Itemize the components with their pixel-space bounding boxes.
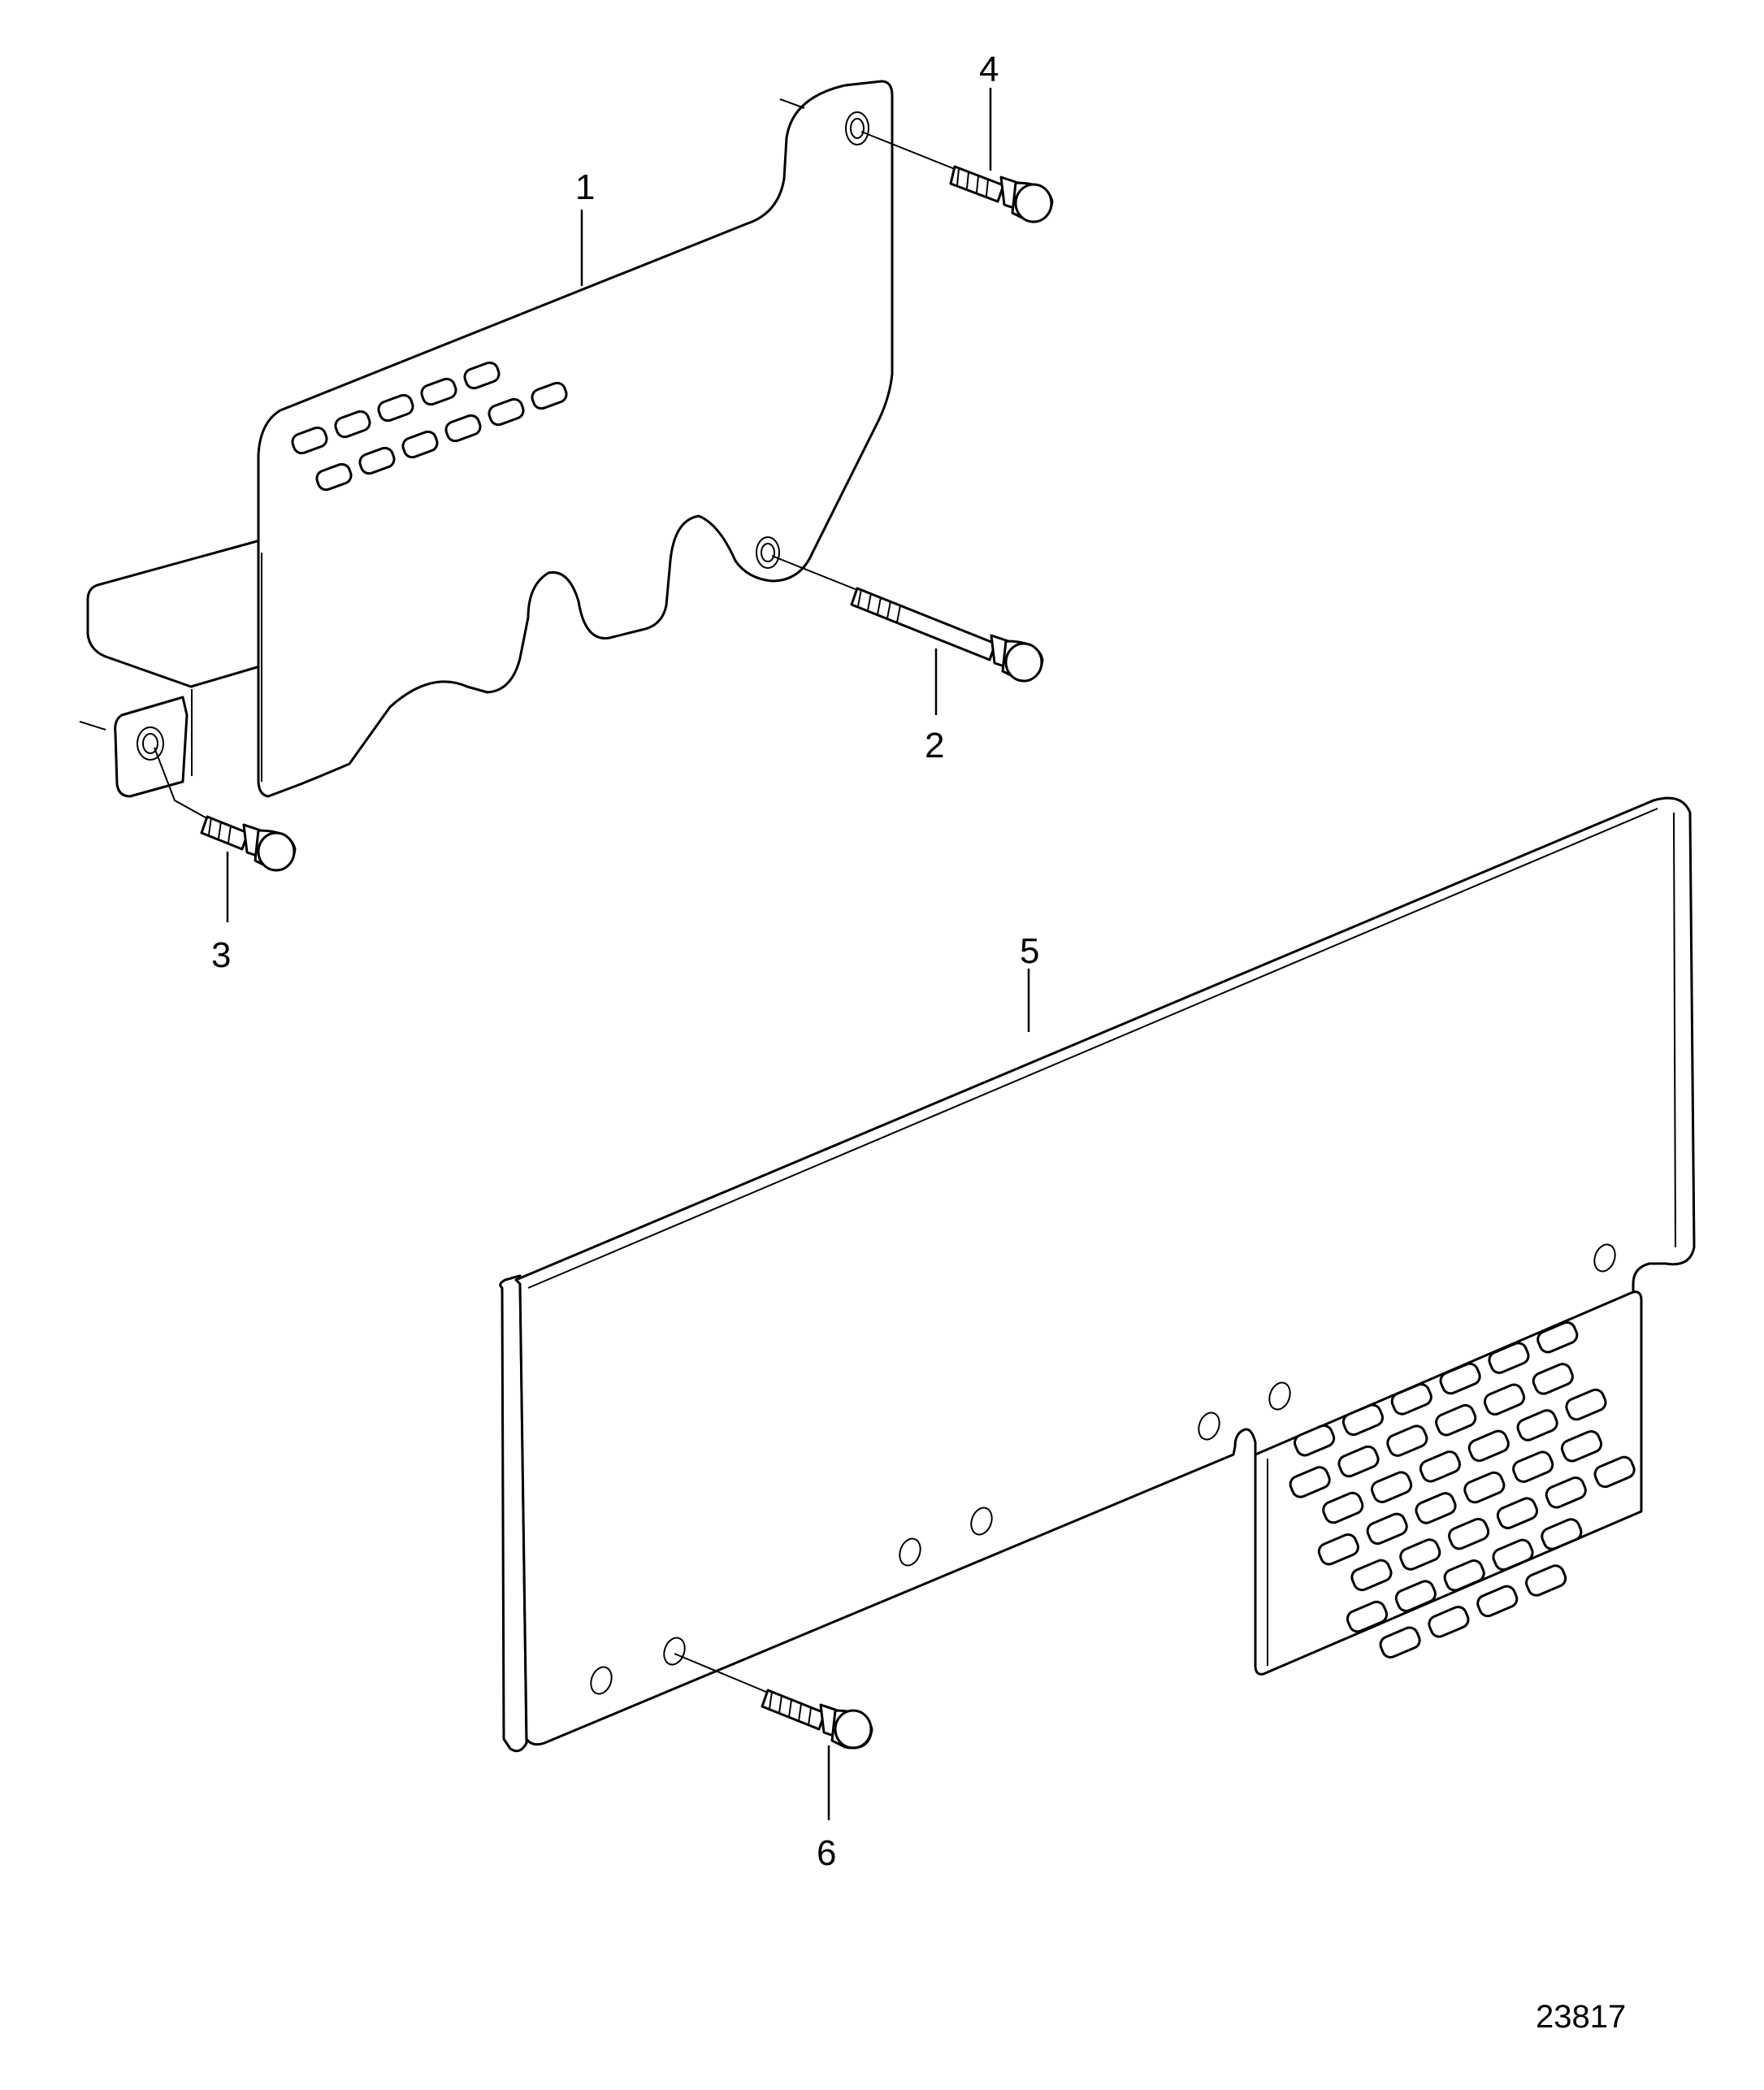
callout-4: 4 [979,50,999,89]
bolt-part-3 [154,747,297,872]
bolt-part-4 [860,131,1054,223]
bolt-part-2 [771,555,1044,683]
bolt-part-6 [674,1653,873,1750]
leader-lines [226,88,1030,1820]
drawing-reference-number: 23817 [1536,1999,1626,2035]
bracket-part-1 [79,80,894,798]
callout-3: 3 [211,935,231,975]
panel-part-5 [499,796,1696,1753]
callout-2: 2 [925,726,944,765]
vent-slots-part-5 [1289,1320,1636,1659]
vent-slots-part-1 [291,361,568,492]
callout-6: 6 [817,1833,836,1873]
callout-1: 1 [575,167,595,207]
callout-5: 5 [1020,931,1039,971]
